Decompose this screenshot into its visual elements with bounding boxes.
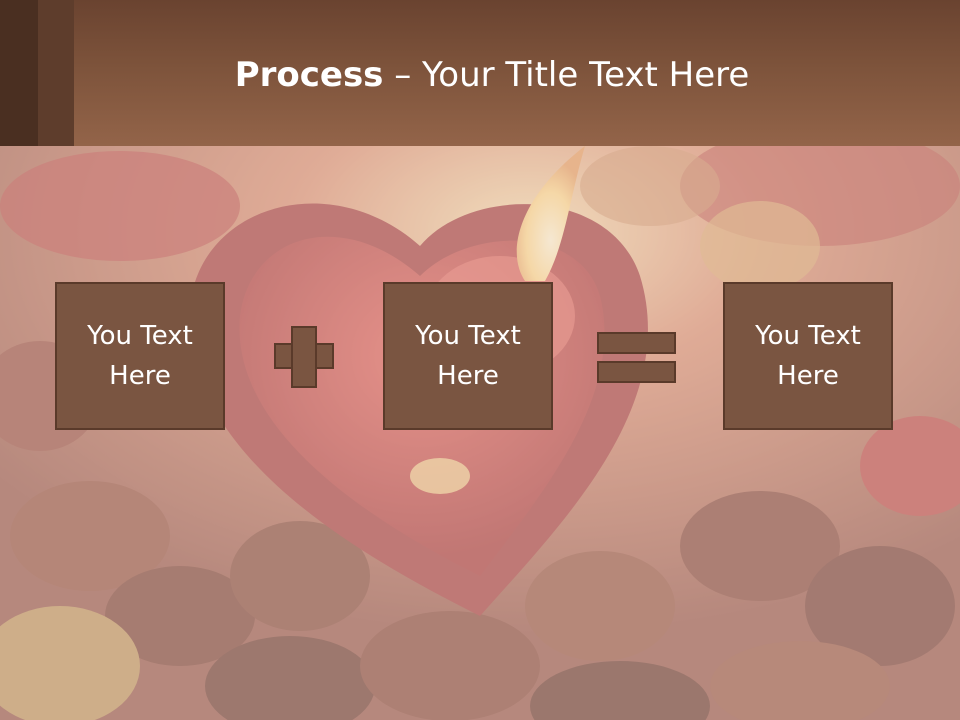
title-rest: – Your Title Text Here	[383, 55, 750, 95]
title-bar: Process – Your Title Text Here	[0, 0, 960, 146]
background-photo	[0, 146, 960, 720]
plus-icon	[293, 345, 315, 367]
equals-icon-bottom-bar	[597, 361, 676, 383]
process-box-1[interactable]: You Text Here	[55, 282, 225, 430]
process-box-2[interactable]: You Text Here	[383, 282, 553, 430]
accent-strip-mid	[38, 0, 74, 146]
accent-strip-dark	[0, 0, 38, 146]
process-box-1-text: You Text Here	[87, 321, 193, 391]
slide-title: Process – Your Title Text Here	[0, 50, 960, 100]
process-box-3-text: You Text Here	[755, 321, 861, 391]
process-box-2-text: You Text Here	[415, 321, 521, 391]
equals-icon-top-bar	[597, 332, 676, 354]
process-box-3[interactable]: You Text Here	[723, 282, 893, 430]
title-bold: Process	[234, 55, 384, 95]
photo-fade-overlay	[0, 146, 960, 720]
